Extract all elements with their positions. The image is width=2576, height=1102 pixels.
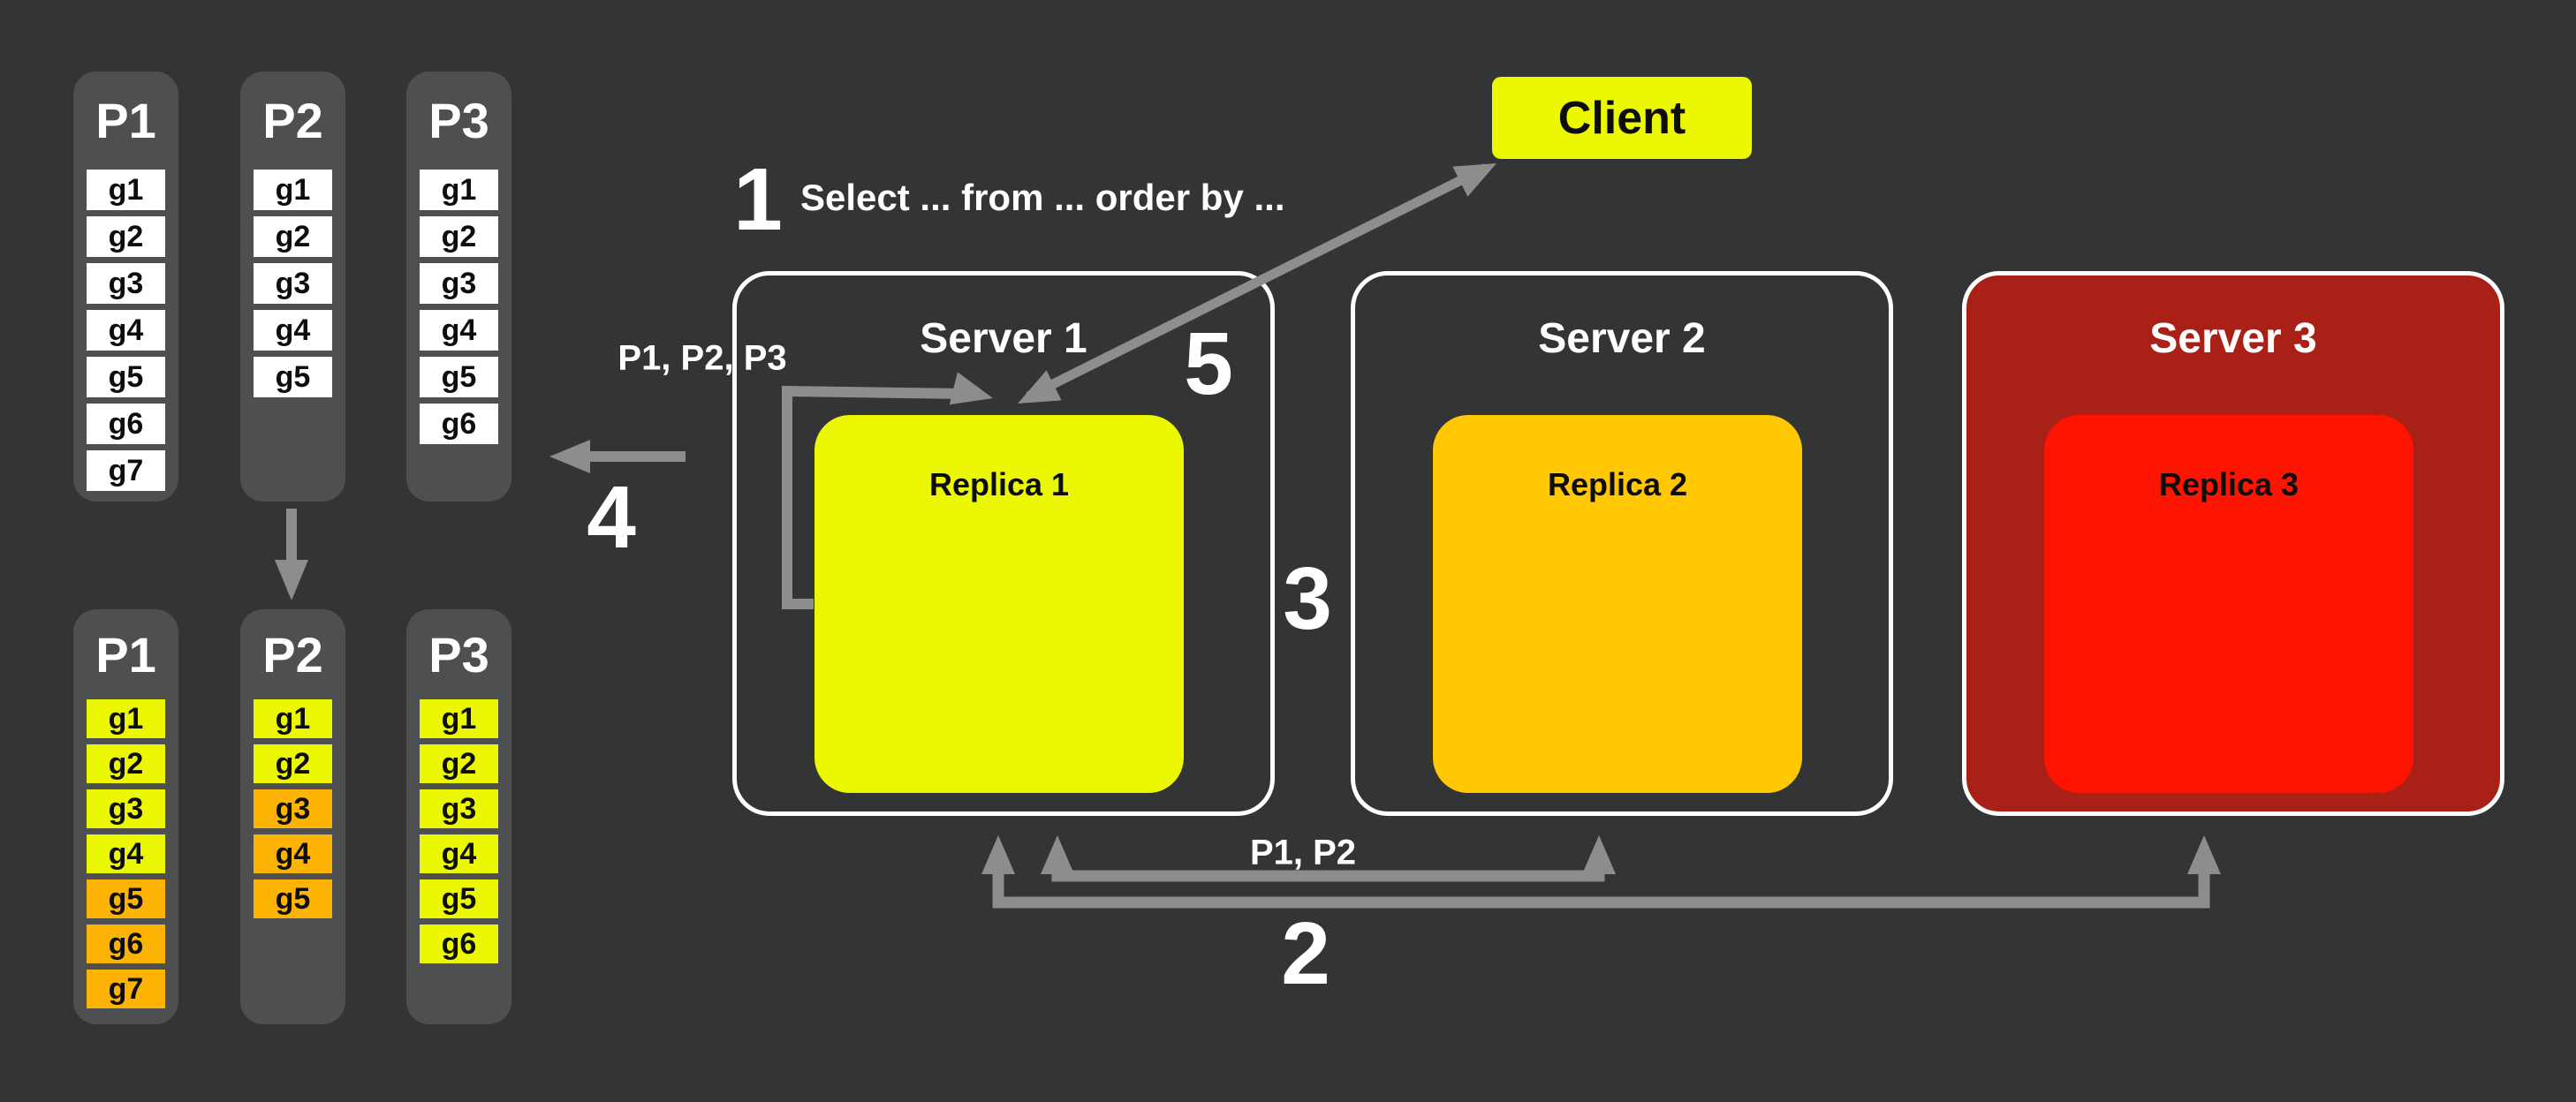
partition-cell: g6: [87, 404, 165, 444]
partition-title: P2: [262, 626, 323, 683]
client-box: Client: [1492, 77, 1752, 159]
replica-1-box: Replica 1: [814, 415, 1184, 793]
partition-cell: g5: [420, 879, 498, 918]
partition-cell: g7: [87, 970, 165, 1008]
partition-title: P2: [262, 93, 323, 148]
partition-cell: g5: [254, 879, 332, 918]
replica-2-label: Replica 2: [1547, 466, 1688, 502]
step-2-bracket-head-right-icon: [2187, 835, 2221, 874]
server-3-box: Server 3 Replica 3: [1962, 271, 2504, 816]
partition-cell: g4: [420, 310, 498, 351]
step-2-bracket-shaft: [992, 858, 2210, 909]
partition-title: P1: [95, 626, 156, 683]
step-2-bracket-head-left-icon: [981, 835, 1015, 874]
merge-partitions-label: P1, P2, P3: [617, 338, 787, 378]
replica-3-label: Replica 3: [2158, 466, 2299, 502]
partition-cell: g3: [254, 263, 332, 304]
partition-cell: g4: [420, 834, 498, 873]
partition-cell: g4: [254, 310, 332, 351]
partition-cell: g4: [254, 834, 332, 873]
partition-column-top-p2: P2 g1 g2 g3 g4 g5: [240, 72, 345, 502]
partition-cell: g1: [254, 699, 332, 738]
partition-cell: g2: [254, 744, 332, 783]
partition-title: P3: [428, 626, 489, 683]
fetch-bracket-head-right-icon: [1582, 835, 1616, 874]
partition-column-bottom-p1: P1 g1 g2 g3 g4 g5 g6 g7: [73, 609, 178, 1024]
step-1-number: 1: [733, 150, 783, 249]
partition-cell: g1: [87, 170, 165, 210]
partition-cell: g1: [420, 170, 498, 210]
partition-cell: g5: [87, 879, 165, 918]
partition-cell: g2: [254, 216, 332, 257]
partition-cell: g4: [87, 834, 165, 873]
partition-cell: g6: [420, 925, 498, 963]
replica-2-box: Replica 2: [1433, 415, 1802, 793]
partition-cell: g3: [254, 789, 332, 828]
server-2-box: Server 2 Replica 2: [1351, 271, 1893, 816]
fetch-bracket-head-left-icon: [1041, 835, 1074, 874]
query-text: Select ... from ... order by ...: [800, 177, 1285, 218]
partition-title: P1: [95, 93, 156, 148]
partition-cell: g6: [87, 925, 165, 963]
client-label: Client: [1557, 92, 1686, 144]
server-2-label: Server 2: [1538, 315, 1706, 362]
fetch-partitions-label: P1, P2: [1249, 833, 1357, 872]
partition-column-top-p1: P1 g1 g2 g3 g4 g5 g6 g7: [73, 72, 178, 502]
step-3-number: 3: [1283, 549, 1332, 648]
replica-3-box: Replica 3: [2044, 415, 2413, 793]
step-4-arrow-head-icon: [549, 440, 590, 473]
step-2-number: 2: [1281, 904, 1330, 1003]
partition-column-top-p3: P3 g1 g2 g3 g4 g5 g6: [406, 72, 511, 502]
partition-cell: g3: [420, 789, 498, 828]
step-5-number: 5: [1184, 314, 1233, 413]
partition-column-bottom-p3: P3 g1 g2 g3 g4 g5 g6: [406, 609, 511, 1024]
partition-cell: g2: [420, 744, 498, 783]
partition-cell: g5: [254, 357, 332, 397]
step-4-number: 4: [587, 468, 636, 567]
partition-cell: g6: [420, 404, 498, 444]
partition-cell: g5: [87, 357, 165, 397]
partition-cell: g5: [420, 357, 498, 397]
partition-cell: g1: [87, 699, 165, 738]
partition-cell: g1: [254, 170, 332, 210]
partition-cell: g3: [420, 263, 498, 304]
partition-cell: g3: [87, 263, 165, 304]
partition-column-bottom-p2: P2 g1 g2 g3 g4 g5: [240, 609, 345, 1024]
partition-cell: g2: [87, 744, 165, 783]
server-3-label: Server 3: [2149, 315, 2317, 362]
replica-1-label: Replica 1: [928, 466, 1070, 502]
partition-cell: g2: [420, 216, 498, 257]
partition-cell: g2: [87, 216, 165, 257]
partition-cell: g1: [420, 699, 498, 738]
partition-title: P3: [428, 93, 489, 148]
sort-arrow-head-icon: [275, 560, 308, 600]
partition-cell: g7: [87, 450, 165, 491]
partition-cell: g4: [87, 310, 165, 351]
partition-cell: g3: [87, 789, 165, 828]
